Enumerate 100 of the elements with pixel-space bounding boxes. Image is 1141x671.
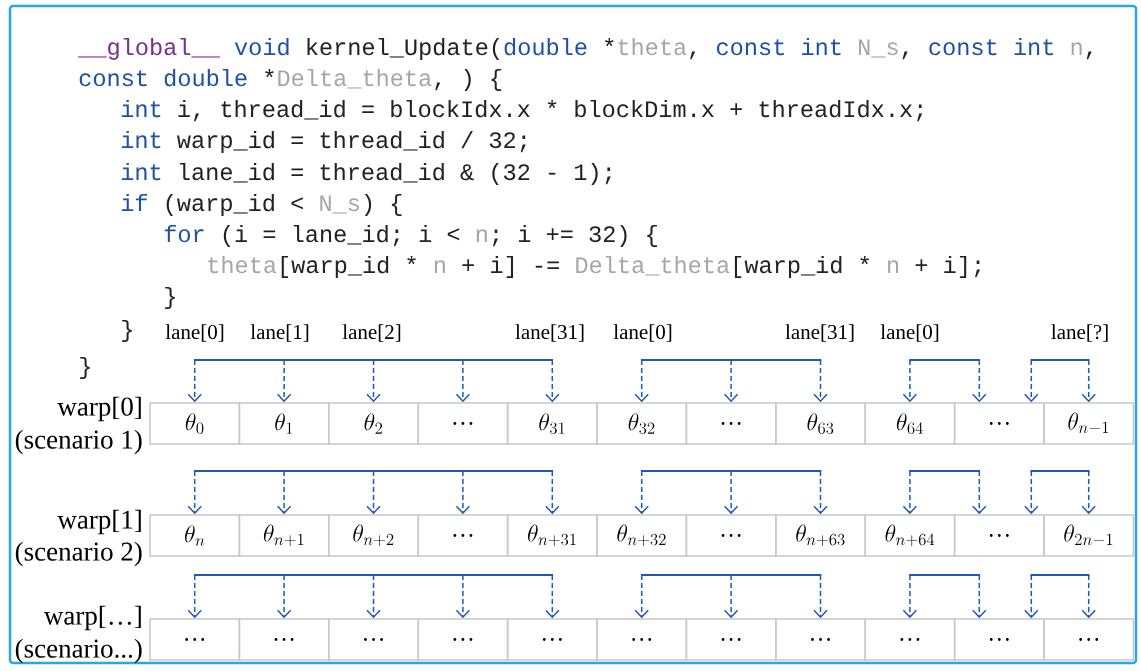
array-cell: $\theta_{63}$ bbox=[775, 402, 866, 445]
label: Delta_theta bbox=[576, 255, 730, 276]
code-line: } bbox=[122, 319, 132, 342]
array-cell: … bbox=[506, 618, 598, 661]
label: N_s bbox=[320, 195, 360, 214]
arrow bbox=[723, 574, 739, 619]
code-line: int warp_id = thread_id / 32; bbox=[121, 130, 526, 153]
label: [warp_id * bbox=[734, 255, 869, 278]
array-cell: $\theta_{n}$ bbox=[149, 514, 241, 557]
arrow bbox=[1024, 359, 1039, 403]
arrow bbox=[813, 359, 828, 403]
arrow bbox=[276, 470, 292, 515]
code-line: theta [warp_id * n + i] -= Delta_theta [warp_id * n + i]; bbox=[208, 255, 980, 278]
array-cell: $\theta_{n+31}$ bbox=[506, 514, 598, 557]
arrow bbox=[902, 470, 918, 515]
array-cell: … bbox=[417, 402, 509, 445]
arrow bbox=[902, 359, 918, 403]
code-line: int i, thread_id = blockIdx.x * blockDim.x + threadIdx.x; bbox=[121, 99, 923, 122]
label: , bbox=[1086, 51, 1092, 60]
code-line: } bbox=[80, 356, 90, 379]
array-cell: … bbox=[1043, 618, 1135, 661]
row-label: warp[1] bbox=[57, 509, 141, 535]
label: n bbox=[434, 260, 445, 273]
lane-label: lane[0] bbox=[613, 324, 672, 342]
label: + i]; bbox=[915, 255, 981, 278]
label: Delta_theta bbox=[278, 68, 432, 89]
label: theta bbox=[618, 37, 687, 56]
label: (i = lane_id; i < bbox=[223, 224, 460, 247]
label: * bbox=[265, 68, 274, 78]
arrow bbox=[455, 574, 471, 619]
arrow bbox=[455, 470, 471, 515]
array-cell: $\theta_{n+1}$ bbox=[238, 514, 330, 557]
label: n bbox=[888, 260, 899, 273]
arrow bbox=[276, 359, 292, 403]
lane-label: lane[1] bbox=[250, 324, 309, 342]
array-cell: $\theta_{2n-1}$ bbox=[1043, 514, 1135, 557]
array-cell: … bbox=[417, 618, 509, 661]
row-label: warp[0] bbox=[57, 396, 141, 422]
arrow bbox=[972, 359, 987, 403]
arrow bbox=[187, 574, 202, 619]
arrow bbox=[1081, 470, 1096, 515]
array-cell: $\theta_{n+2}$ bbox=[328, 514, 419, 557]
arrow bbox=[455, 359, 471, 403]
arrow bbox=[276, 574, 292, 619]
label: double bbox=[504, 37, 587, 56]
label: n bbox=[1071, 42, 1082, 55]
label: theta bbox=[208, 255, 277, 274]
label: , ) { bbox=[435, 68, 502, 91]
label: __global__ bbox=[78, 37, 220, 60]
arrow bbox=[545, 574, 560, 619]
array-cell: … bbox=[238, 618, 330, 661]
label: ) { bbox=[364, 193, 402, 216]
arrow bbox=[187, 470, 202, 515]
label: const int bbox=[717, 37, 841, 56]
array-cell: … bbox=[953, 618, 1045, 661]
array-cell: … bbox=[596, 618, 688, 661]
arrow bbox=[1024, 470, 1039, 515]
arrow bbox=[634, 470, 649, 515]
arrow bbox=[723, 470, 739, 515]
array-cell: $\theta_{2}$ bbox=[328, 402, 419, 445]
array-cell: … bbox=[328, 618, 419, 661]
array-cell: … bbox=[775, 618, 866, 661]
label: * bbox=[605, 37, 614, 47]
code-line: for (i = lane_id; i < n ; i += 32) { bbox=[164, 224, 657, 247]
array-cell: … bbox=[417, 514, 509, 557]
array-cell: $\theta_{n+63}$ bbox=[775, 514, 866, 557]
label: + i] -= bbox=[462, 255, 559, 278]
code-line: __global__ void kernel_Update( double * theta , const int N_s , const int n , bbox=[78, 37, 1092, 60]
array-cell: $\theta_{64}$ bbox=[864, 402, 956, 445]
array-cell: … bbox=[953, 402, 1045, 445]
arrow bbox=[1081, 359, 1096, 403]
arrow bbox=[1081, 574, 1096, 619]
label: const int bbox=[929, 37, 1053, 56]
label: N_s bbox=[858, 39, 898, 58]
array-cell: … bbox=[685, 618, 777, 661]
lane-label: lane[2] bbox=[342, 324, 401, 342]
arrow bbox=[634, 359, 649, 403]
lane-label: lane[31] bbox=[515, 324, 584, 342]
lane-label: lane[0] bbox=[165, 324, 224, 342]
label: [warp_id * bbox=[281, 255, 416, 278]
arrow bbox=[1024, 574, 1039, 619]
arrow bbox=[634, 574, 649, 619]
array-cell: $\theta_{32}$ bbox=[596, 402, 688, 445]
code-line: } bbox=[165, 286, 175, 309]
lane-label: lane[?] bbox=[1051, 324, 1108, 342]
arrow bbox=[366, 574, 381, 619]
code-line: if (warp_id < N_s ) { bbox=[121, 193, 402, 216]
array-cell: $\theta_{n-1}$ bbox=[1043, 402, 1135, 445]
label: , bbox=[902, 51, 908, 60]
array-cell: … bbox=[953, 514, 1045, 557]
label: for bbox=[164, 224, 204, 243]
array-cell: $\theta_{31}$ bbox=[506, 402, 598, 445]
label: if bbox=[121, 193, 148, 211]
arrow bbox=[813, 574, 828, 619]
row-label: (scenario 1) bbox=[15, 429, 142, 455]
label: (warp_id < bbox=[166, 193, 303, 216]
label: kernel_Update( bbox=[307, 37, 500, 60]
arrow bbox=[972, 574, 987, 619]
arrow bbox=[545, 470, 560, 515]
arrow bbox=[723, 359, 739, 403]
